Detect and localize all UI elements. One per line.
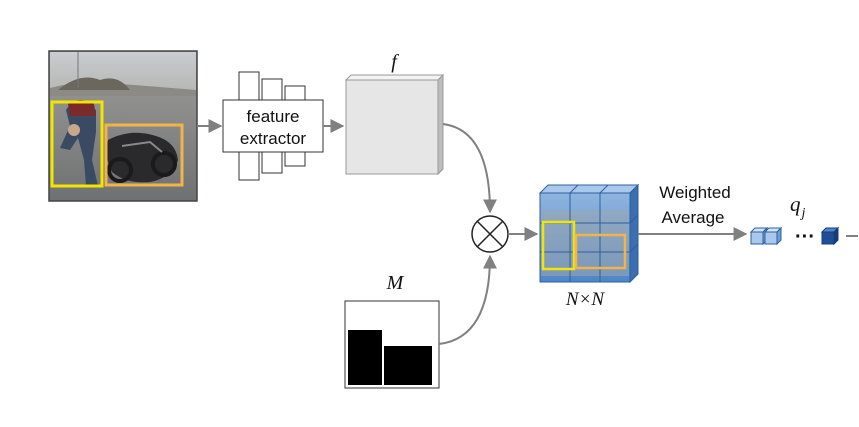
mask-label: M [386,272,405,294]
feature-map-label: f [391,51,399,73]
output-ellipsis: ··· [795,226,815,248]
output-vectors: ··· qj [749,192,858,248]
grid-size-label: N×N [565,289,605,310]
feature-extractor-label-line2: extractor [240,129,306,148]
pooled-grid: N×N [538,183,640,310]
output-cube-2 [763,226,783,246]
output-label-main: q [790,192,801,216]
grid-motorbike-box [574,233,627,270]
feature-extractor-label-line1: feature [247,107,300,126]
output-label-subscript: j [800,206,806,221]
mask-region-motorbike [384,346,432,385]
output-cube-last [820,226,840,246]
person-bounding-box [50,100,104,188]
arrow-feature-map-to-multiply [442,123,497,214]
mask: M [344,272,440,389]
feature-map: f [344,51,445,176]
output-label: qj [790,192,806,221]
weighted-average-label-line2: Average [661,208,724,227]
input-image [48,50,198,202]
feature-extractor: feature extractor [222,71,324,181]
weighted-average-label-line1: Weighted [659,183,731,202]
mask-region-person [348,330,382,385]
multiply-operator [471,215,509,253]
grid-person-box [541,220,576,271]
motorbike-bounding-box [104,123,184,187]
arrow-mask-to-multiply [438,254,497,345]
